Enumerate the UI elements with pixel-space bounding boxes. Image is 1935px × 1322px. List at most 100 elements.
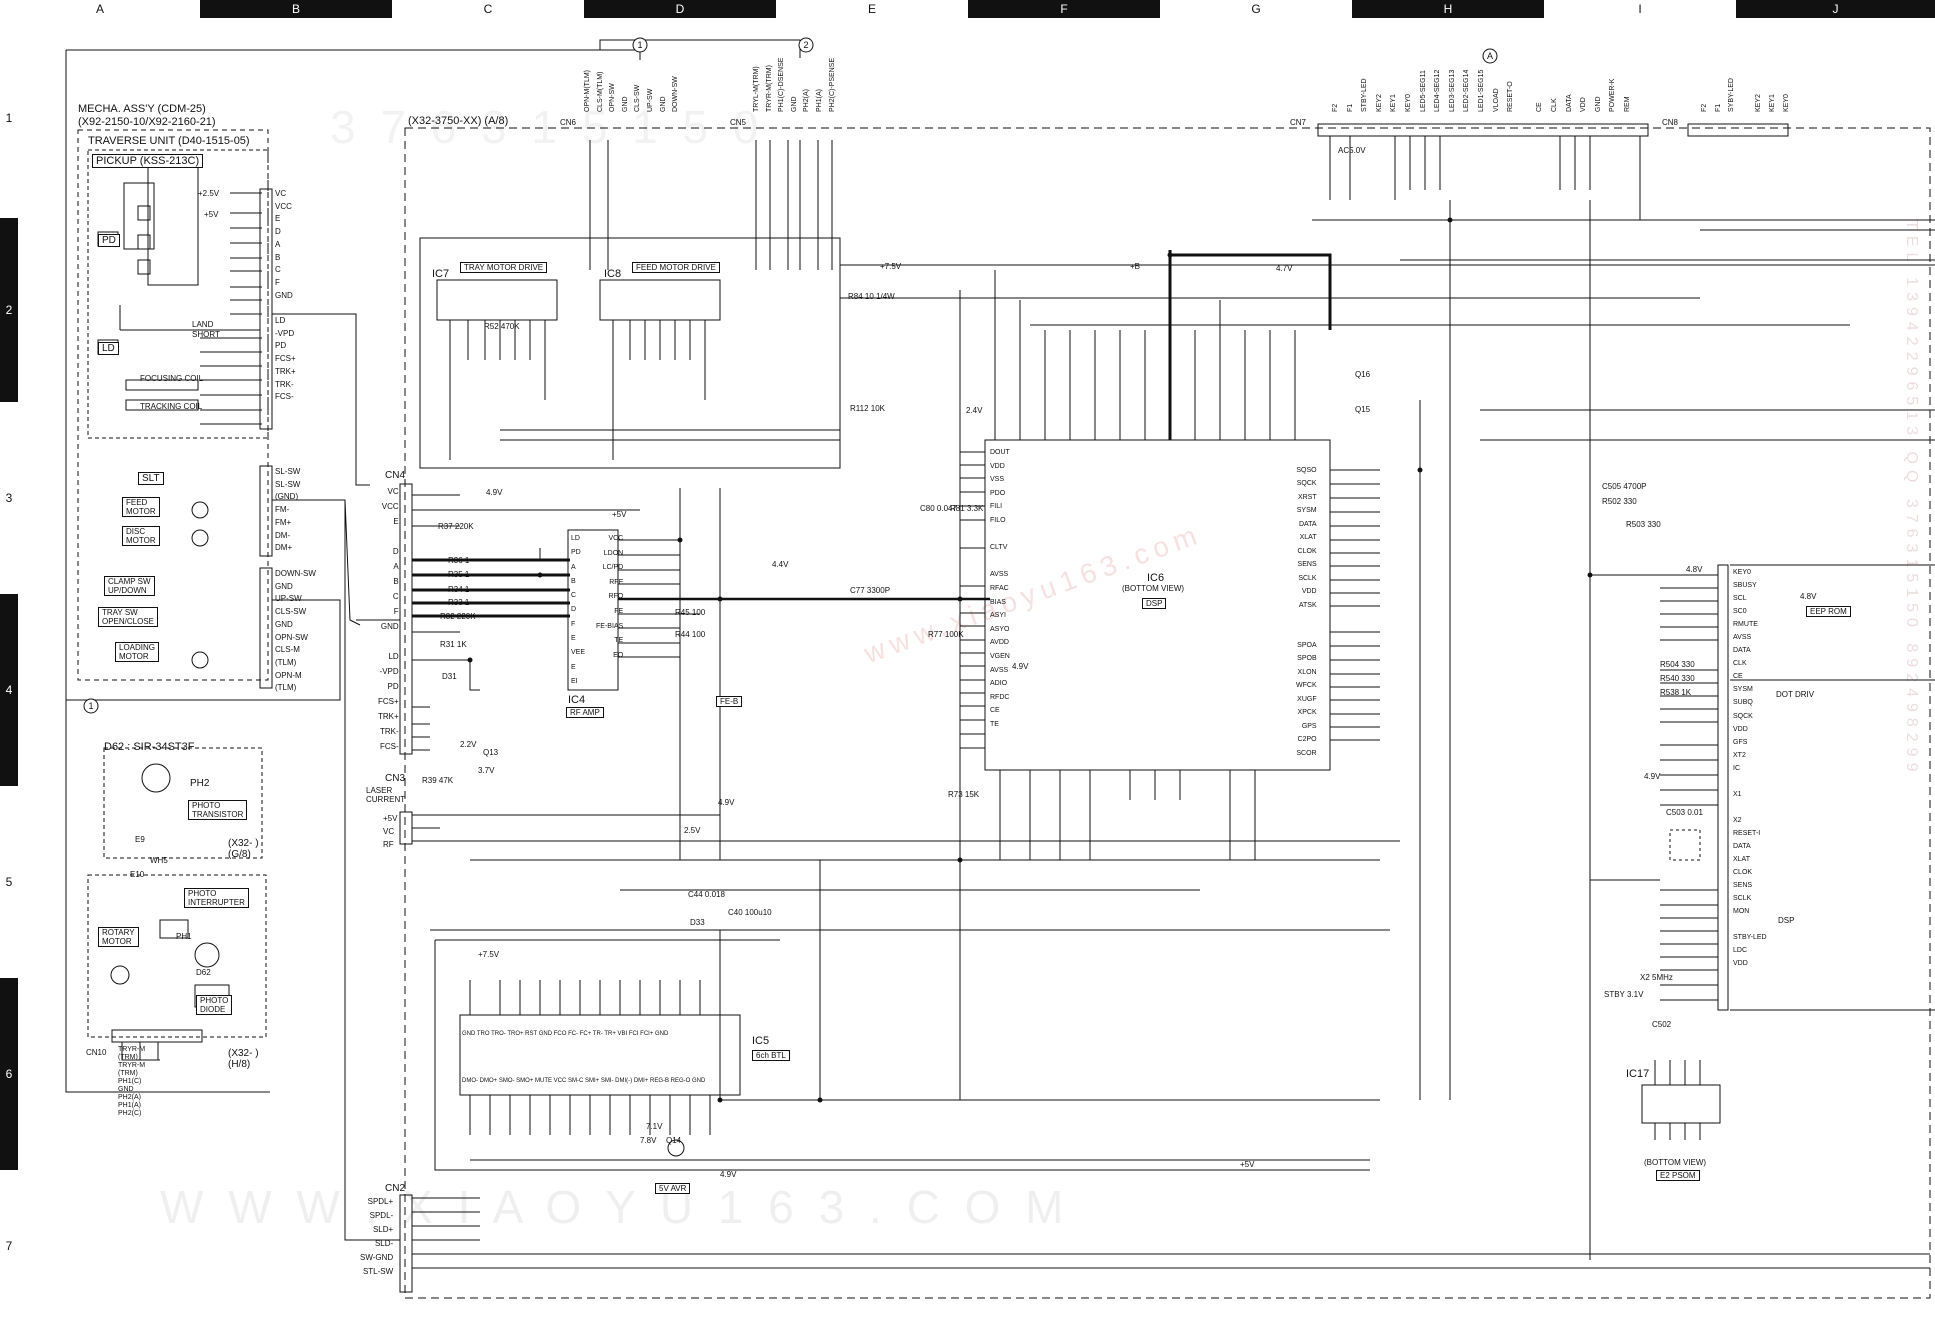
voltage-2-5v: +2.5V <box>198 189 220 198</box>
cn10-label: CN10 <box>86 1048 107 1057</box>
tracking-coil-label: TRACKING COIL <box>140 402 203 411</box>
wh5-label: WH5 <box>150 856 168 865</box>
eep-rom-label: EEP ROM <box>1806 606 1851 617</box>
component-r540: X2 5MHz <box>1640 973 1673 982</box>
voltage-2-5v-mid: 2.5V <box>684 826 701 835</box>
component-r39: R39 47K <box>422 776 454 785</box>
pickup-pin-names: VC VCC E D A B C F GND LD -VPD PD FCS+ T… <box>275 189 296 402</box>
pd-box <box>147 164 199 286</box>
cn5-label: CN5 <box>730 118 747 127</box>
voltage-7-5v-ic5: +7.5V <box>478 950 500 959</box>
component-r551: R502 330 <box>1602 497 1637 506</box>
ic5-bottom-pins: DMO- DMO+ SMO- SMO+ MUTE VCC SM-C SMI+ S… <box>462 1078 706 1084</box>
row-label-2: 2 <box>0 218 18 402</box>
column-label-f: F <box>968 0 1160 18</box>
column-label-i: I <box>1544 0 1736 18</box>
column-label-e: E <box>776 0 968 18</box>
component-r503: R540 330 <box>1660 674 1695 683</box>
cn6-label: CN6 <box>560 118 577 127</box>
fe-b-label: FE-B <box>716 696 743 707</box>
voltage-2-4v: 2.4V <box>966 406 983 415</box>
ph2-label: PH2 <box>190 778 210 789</box>
voltage-7-1v: 7.1V <box>646 1122 663 1131</box>
svg-text:2: 2 <box>803 40 808 50</box>
cn5-pin-names: TRYL-M(TRM) TRYR-M(TRM) PH1(C)-DSENSE GN… <box>753 57 836 112</box>
avr-label: 5V AVR <box>655 1183 691 1194</box>
voltage-ac5v: AC5.0V <box>1338 146 1366 155</box>
photo-diode-label: PHOTO DIODE <box>196 995 233 1015</box>
component-r33: R33 1 <box>448 598 470 607</box>
disc-motor-label: DISC MOTOR <box>122 526 160 546</box>
voltage-4-9v-dsp: 4.9V <box>1012 662 1029 671</box>
voltage-5v-ic4: +5V <box>612 510 627 519</box>
q16-label: Q16 <box>1355 370 1371 379</box>
component-r55: C44 0.018 <box>688 890 725 899</box>
d62-frame <box>103 747 263 859</box>
column-label-a: A <box>0 0 200 18</box>
rotary-motor-label: ROTARY MOTOR <box>98 927 139 947</box>
ic6-left-pins: DOUT VDD VSS PDO FILI FILO CLTV AVSS RFA… <box>990 449 1010 728</box>
cn3-label: CN3 <box>385 773 406 784</box>
mecha-frame <box>77 129 269 681</box>
voltage-4-9v-ic5: 4.9V <box>720 1170 737 1179</box>
row-label-1: 1 <box>0 18 18 218</box>
pd-label: PD <box>98 234 120 247</box>
feed-motor-drive-label: FEED MOTOR DRIVE <box>632 262 720 273</box>
voltage-7-8v: 7.8V <box>640 1136 657 1145</box>
voltage-4-8v-a: 4.8V <box>1686 565 1703 574</box>
ic4-label: IC4 <box>568 694 586 706</box>
dsp-label: DSP <box>1142 598 1167 609</box>
cn7-label: CN7 <box>1290 118 1307 127</box>
component-c111: R52 470K <box>484 322 520 331</box>
svg-text:1: 1 <box>88 701 93 711</box>
laser-current-label: LASER CURRENT <box>366 786 406 804</box>
component-r37: R37 220K <box>438 522 474 531</box>
switch-pin-names: DOWN-SW GND UP-SW CLS-SW GND OPN-SW CLS-… <box>275 569 316 693</box>
e9-label: E9 <box>135 835 145 844</box>
component-r54: C40 100u10 <box>728 908 772 917</box>
board-frame <box>404 127 1931 1299</box>
voltage-5v-pickup: +5V <box>204 210 219 219</box>
e10-label: E10 <box>130 870 145 879</box>
tray-motor-drive-label: TRAY MOTOR DRIVE <box>460 262 548 273</box>
component-r31: R31 1K <box>440 640 467 649</box>
cn6-pin-names: OPN-M(TLM) CLS-M(TLM) OPN-SW GND CLS-SW … <box>584 70 680 112</box>
d62-part-label: D62 : SIR-34ST3F <box>104 741 195 753</box>
voltage-7-5v-top: +7.5V <box>880 262 902 271</box>
cn3-pin-names: +5V VC RF <box>383 814 398 849</box>
voltage-4-9v-cn4: 4.9V <box>486 488 503 497</box>
component-c80: C80 0.047 <box>920 504 957 513</box>
column-ruler: A B C D E F G H I J <box>0 0 1935 18</box>
ic6-body <box>984 439 1331 771</box>
cn7-pin-names: F2 F1 STBY-LED KEY2 KEY1 KEY0 LED5-SEG11… <box>1332 69 1631 112</box>
ic8-body <box>599 279 721 321</box>
component-r77: R77 100K <box>928 630 964 639</box>
ic6-label: IC6 <box>1147 572 1165 584</box>
q15-label: Q15 <box>1355 405 1371 414</box>
photo-interrupter-label: PHOTO INTERRUPTER <box>184 888 249 908</box>
right-connector-pins: KEY0 SBUSY SCL SC0 RMUTE AVSS DATA CLK C… <box>1733 569 1767 968</box>
x32-h8-label: (X32- ) (H/8) <box>228 1048 259 1070</box>
tray-sw-label: TRAY SW OPEN/CLOSE <box>98 607 159 627</box>
ic5-label: IC5 <box>752 1035 770 1047</box>
dot-driv-label: DOT DRIV <box>1776 690 1815 699</box>
board-label: (X32-3750-XX) (A/8) <box>408 115 509 127</box>
row-label-3: 3 <box>0 402 18 594</box>
svg-text:A: A <box>1487 51 1493 61</box>
cn8-label: CN8 <box>1662 118 1679 127</box>
cn4-pin-names: VC VCC E D A B C F GND LD -VPD PD FCS+ T… <box>378 487 399 751</box>
cn2-pin-names: SPDL+ SPDL- SLD+ SLD- SW-GND STL-SW <box>360 1197 394 1276</box>
ic4-left-pins: LD PD A B C D F E VEE E EI <box>571 535 586 685</box>
q14-label: Q14 <box>666 1136 682 1145</box>
voltage-4-8v-b: 4.8V <box>1800 592 1817 601</box>
cn2-label: CN2 <box>385 1183 406 1194</box>
row-ruler: 1 2 3 4 5 6 7 <box>0 18 18 1322</box>
component-r72: R73 15K <box>948 790 980 799</box>
ic4-body <box>567 529 619 691</box>
short-label: SHORT <box>192 330 220 339</box>
component-r81: R81 3.3K <box>950 504 984 513</box>
ic17-body <box>1641 1084 1721 1124</box>
photo-transistor-label: PHOTO TRANSISTOR <box>188 800 248 820</box>
pickup-frame <box>87 149 269 439</box>
d62-label: D62 <box>196 968 211 977</box>
